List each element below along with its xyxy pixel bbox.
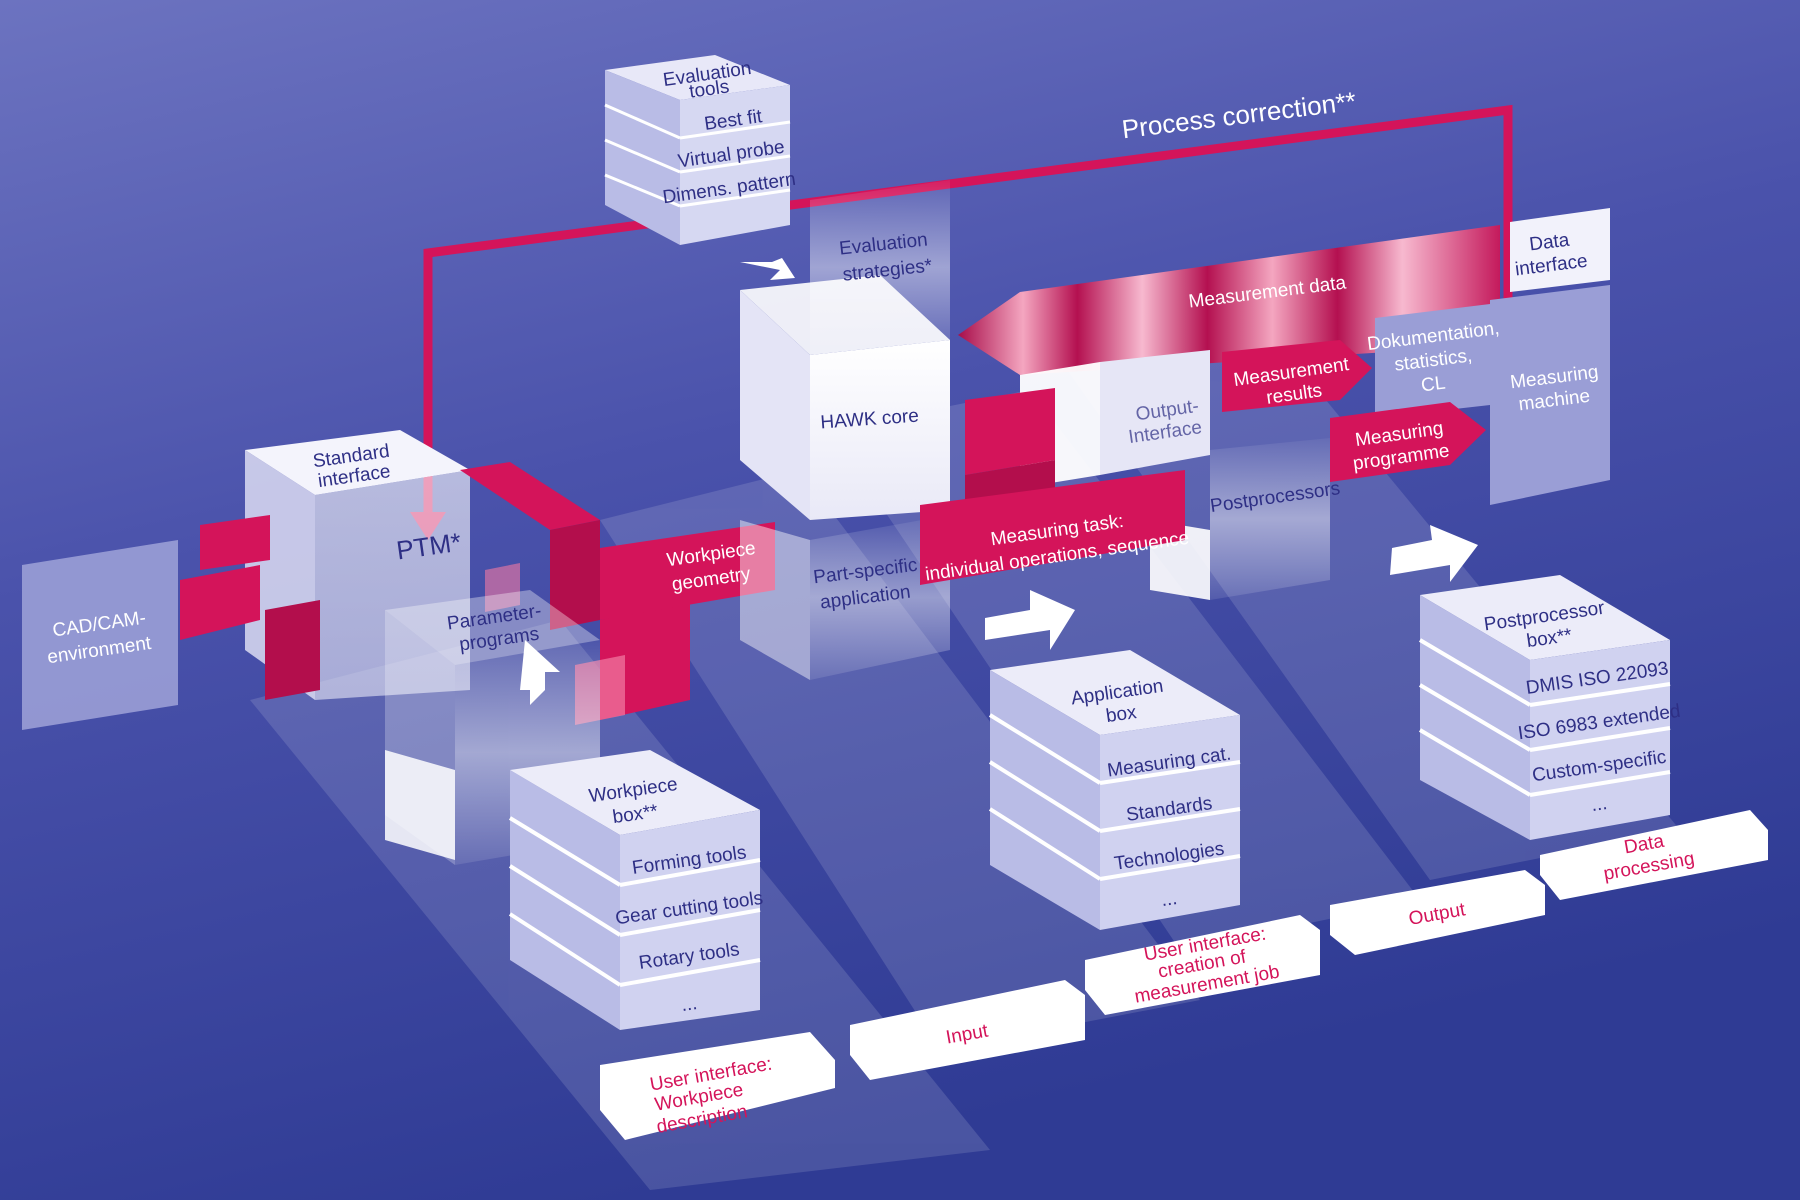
dokumentation-label-3: CL <box>1420 373 1447 397</box>
output-card <box>1330 870 1545 955</box>
evaluation-arrow <box>740 258 795 280</box>
input-card <box>850 980 1085 1080</box>
measurement-results-arrow <box>1222 340 1372 412</box>
cad-cam-panel: CAD/CAM- environment <box>22 540 178 730</box>
postprocessor-box-stack <box>1418 575 1671 840</box>
ui-workpiece-card <box>600 1032 835 1140</box>
measurement-data-arrow <box>958 225 1500 375</box>
postprocessor-box-item: ... <box>1590 793 1609 816</box>
application-box-item: ... <box>1160 888 1179 911</box>
workpiece-box-item: ... <box>680 993 699 1016</box>
evaluation-tools-stack <box>604 55 791 245</box>
workpiece-geometry-bar <box>600 522 775 620</box>
label-cards <box>600 810 1768 1140</box>
measuring-task-bar <box>920 470 1185 585</box>
measuring-programme-arrow <box>1330 402 1486 482</box>
application-box-stack <box>988 650 1241 930</box>
data-interface-label-1: Data <box>1528 230 1571 256</box>
ui-measurement-card <box>1085 915 1320 1015</box>
dokumentation-panel <box>1375 304 1490 418</box>
application-box-title-2: box <box>1105 702 1139 727</box>
data-processing-card <box>1540 810 1768 900</box>
hawk-core-stack <box>740 180 950 680</box>
up-arrows <box>520 525 1478 705</box>
measuring-machine-panel <box>1490 208 1610 505</box>
workpiece-box-stack <box>508 750 761 1030</box>
